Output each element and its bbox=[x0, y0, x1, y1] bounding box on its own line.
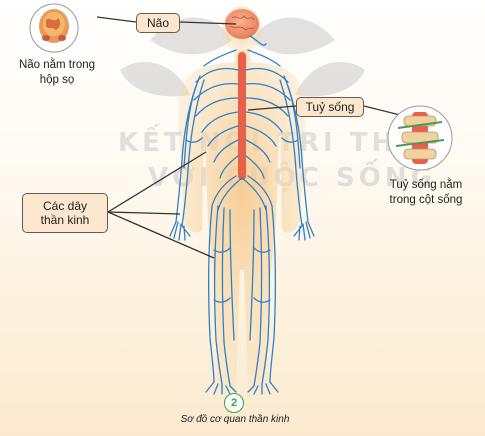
spinal-cord bbox=[238, 52, 246, 180]
nerves-label-line2: thần kinh bbox=[40, 213, 90, 227]
spine-caption-line1: Tuỷ sống nằm bbox=[389, 179, 463, 191]
spine-caption-line2: trong cột sống bbox=[389, 194, 463, 206]
nerves-label: Các dây thần kinh bbox=[22, 193, 108, 233]
figure-caption: Sơ đồ cơ quan thần kinh bbox=[180, 414, 290, 425]
brain bbox=[225, 9, 259, 39]
brain-label: Não bbox=[136, 13, 180, 33]
figure-number-badge: 2 bbox=[224, 393, 244, 413]
brain-caption-line2: hộp sọ bbox=[39, 74, 75, 86]
brain-caption-line1: Não nằm trong bbox=[18, 59, 96, 71]
nerves-label-line1: Các dây bbox=[42, 199, 88, 213]
brain-caption: Não nằm trong hộp sọ bbox=[2, 58, 112, 88]
brain-label-text: Não bbox=[146, 16, 169, 30]
spine-in-vertebra-icon bbox=[387, 105, 453, 171]
spinal-cord-label-text: Tuỷ sống bbox=[305, 100, 355, 114]
nerve-network bbox=[169, 35, 315, 395]
spine-caption: Tuỷ sống nằm trong cột sống bbox=[370, 178, 482, 208]
spinal-cord-label: Tuỷ sống bbox=[296, 97, 364, 117]
brain-in-skull-icon bbox=[29, 3, 79, 53]
leader-lines bbox=[96, 16, 405, 259]
